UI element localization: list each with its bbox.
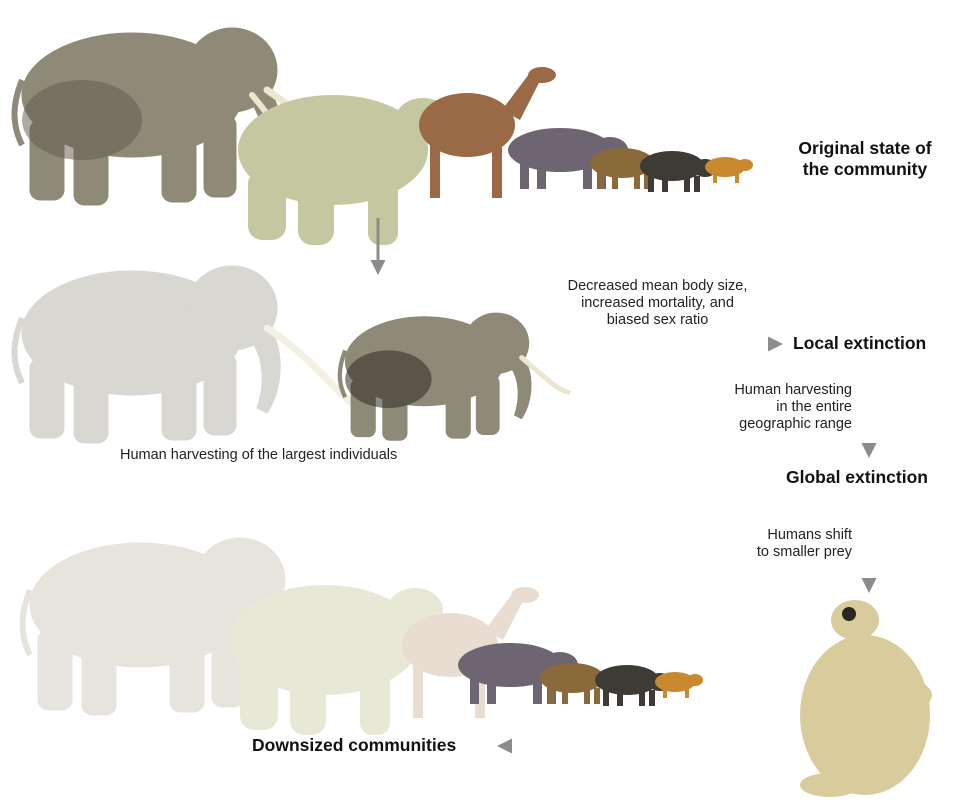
label-harvest-range: Human harvesting in the entire geographi… <box>690 382 852 433</box>
label-original-state: Original state of the community <box>775 138 955 180</box>
ground-sloth-icon <box>800 600 932 797</box>
agouti-icon <box>655 672 703 698</box>
label-body-size-effects: Decreased mean body size, increased mort… <box>540 278 775 329</box>
harvested-community <box>15 266 569 443</box>
downsized-community <box>23 538 704 735</box>
original-community <box>15 28 754 245</box>
label-global-extinction: Global extinction <box>786 467 954 488</box>
label-harvest-largest: Human harvesting of the largest individu… <box>120 447 480 464</box>
gomphothere-icon <box>340 313 569 440</box>
peccary-icon <box>640 151 717 192</box>
agouti-icon <box>705 157 753 183</box>
gomphothere-icon <box>15 266 353 443</box>
label-local-extinction: Local extinction <box>793 333 953 354</box>
label-downsized-communities: Downsized communities <box>252 735 492 756</box>
ground-sloth-icon <box>238 95 451 245</box>
label-shift-prey: Humans shift to smaller prey <box>720 527 852 561</box>
